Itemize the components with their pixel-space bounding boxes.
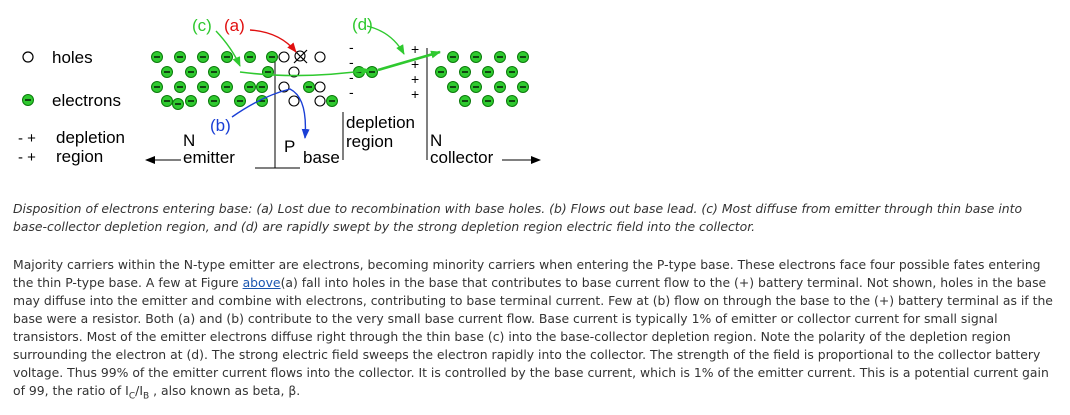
marker-b: (b) (210, 116, 231, 135)
legend-depletion-label-2: region (56, 147, 103, 166)
electron-icon (151, 51, 163, 63)
electron-icon (459, 95, 471, 107)
electron-icon (470, 51, 482, 63)
electron-icon (161, 95, 173, 107)
electron-icon (303, 81, 315, 93)
svg-text:+: + (411, 56, 419, 72)
electron-icon (494, 81, 506, 93)
emitter-label: emitter (183, 148, 235, 167)
svg-text:-: - (349, 84, 354, 100)
electrons-group (151, 51, 529, 110)
collector-n-label: N (430, 131, 442, 150)
collector-label: collector (430, 148, 494, 167)
electron-icon (185, 95, 197, 107)
marker-c: (c) (192, 16, 212, 35)
electron-icon (470, 81, 482, 93)
electron-icon (256, 81, 268, 93)
subscript-b: B (142, 391, 150, 402)
electron-icon (506, 66, 518, 78)
body-paragraph: Majority carriers within the N-type emit… (13, 256, 1063, 405)
electron-icon (447, 81, 459, 93)
svg-text:-: - (349, 69, 354, 85)
depletion-region-label-2: region (346, 132, 393, 151)
svg-text:+: + (411, 71, 419, 87)
marker-d: (d) (352, 15, 373, 34)
legend-hole-icon (22, 51, 34, 63)
subscript-c: C (128, 391, 136, 402)
figure-link[interactable]: above (242, 275, 281, 290)
transistor-diagram: holes electrons - + - + depletion region… (18, 15, 541, 169)
paragraph-text-1: Majority carriers within the N-type emit… (13, 257, 1041, 290)
marker-a: (a) (224, 16, 245, 35)
electron-icon (244, 81, 256, 93)
electron-icon (482, 95, 494, 107)
electron-icon (185, 66, 197, 78)
paragraph-text-3: , also known as beta, β. (149, 383, 301, 398)
electron-icon (447, 51, 459, 63)
arrow-a (249, 29, 297, 53)
electron-icon (435, 66, 447, 78)
paragraph-text-2: (a) fall into holes in the base that con… (13, 275, 1053, 398)
electron-icon (174, 81, 186, 93)
legend-holes-label: holes (52, 48, 93, 67)
electron-icon (197, 51, 209, 63)
arrow-c-leader (215, 30, 241, 67)
electron-icon (221, 51, 233, 63)
emitter-n-label: N (183, 131, 195, 150)
legend-depletion-signs-2: - + (18, 149, 36, 166)
arrow-d (377, 50, 441, 72)
base-holes (278, 50, 326, 107)
depletion-positive-charges: + + + + (411, 41, 419, 102)
electron-icon (172, 98, 184, 110)
figure-caption: Disposition of electrons entering base: … (13, 201, 1023, 234)
base-label: base (303, 148, 340, 167)
electron-icon (151, 81, 163, 93)
electron-icon (494, 51, 506, 63)
base-p-label: P (284, 137, 295, 156)
electron-icon (174, 51, 186, 63)
electron-icon (234, 95, 246, 107)
electron-icon (366, 66, 378, 78)
electron-icon (208, 95, 220, 107)
electron-icon (208, 66, 220, 78)
electron-icon (262, 66, 274, 78)
electron-icon (326, 95, 338, 107)
depletion-negative-charges: - - - - (349, 39, 354, 100)
arrow-c (239, 67, 371, 77)
legend-depletion-label-1: depletion (56, 128, 125, 147)
depletion-region-label-1: depletion (346, 113, 415, 132)
electron-icon (266, 51, 278, 63)
svg-text:-: - (349, 39, 354, 55)
electron-icon (482, 66, 494, 78)
svg-text:+: + (411, 86, 419, 102)
legend-electrons-label: electrons (52, 91, 121, 110)
electron-icon (459, 66, 471, 78)
electron-icon (197, 81, 209, 93)
legend-electron-icon (22, 94, 34, 106)
electron-icon (221, 81, 233, 93)
svg-text:-: - (349, 54, 354, 70)
electron-icon (517, 51, 529, 63)
ratio-slash: /I (135, 383, 143, 398)
electron-icon (506, 95, 518, 107)
electron-icon (244, 51, 256, 63)
electron-icon (517, 81, 529, 93)
svg-text:+: + (411, 41, 419, 57)
legend-depletion-signs-1: - + (18, 130, 36, 147)
electron-icon (161, 66, 173, 78)
arrow-d-leader (366, 25, 405, 55)
arrow-b (231, 88, 310, 139)
